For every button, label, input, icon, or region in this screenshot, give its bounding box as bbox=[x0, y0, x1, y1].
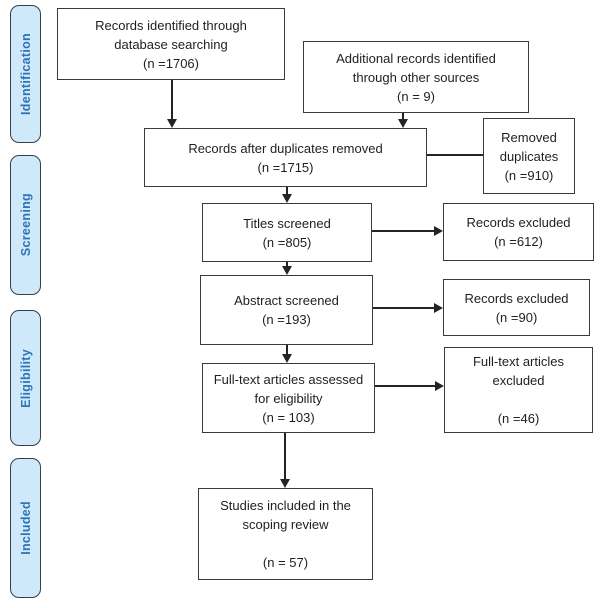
box-text-line: (n = 103) bbox=[262, 409, 315, 425]
arrow-db-to-dedup-line bbox=[171, 80, 173, 119]
arrow-fulltext-to-included-head bbox=[280, 479, 290, 488]
box-text-line: Records excluded bbox=[464, 290, 569, 306]
box-text-line: database searching bbox=[114, 36, 228, 52]
box-text-line: duplicates bbox=[499, 148, 559, 164]
box-text-line bbox=[199, 534, 372, 553]
box-text-line: (n = 57) bbox=[262, 555, 309, 570]
arrow-titles-to-excluded-line bbox=[372, 230, 434, 232]
box-titles-screened: Titles screened (n =805) bbox=[202, 203, 372, 262]
box-text-line: Records excluded bbox=[466, 215, 571, 230]
box-text-line: (n =805) bbox=[262, 234, 312, 250]
arrow-abstract-to-excluded-head bbox=[434, 303, 443, 313]
box-text-line: (n =910) bbox=[504, 167, 554, 183]
box-fulltext-assessed: Full-text articles assessed for eligibili… bbox=[202, 363, 375, 433]
box-additional-records: Additional records identified through oth… bbox=[303, 41, 529, 113]
arrow-abstract-to-excluded-line bbox=[373, 307, 434, 309]
connector-dedup-to-removed bbox=[427, 154, 483, 156]
box-text-line: Removed bbox=[501, 129, 557, 145]
arrow-titles-to-abstract-line bbox=[286, 262, 288, 266]
stage-screening-label: Screening bbox=[18, 193, 33, 257]
box-removed-duplicates: Removed duplicates (n =910) bbox=[483, 118, 575, 194]
box-text-line: through other sources bbox=[352, 69, 480, 85]
stage-eligibility: Eligibility bbox=[10, 310, 41, 446]
stage-identification: Identification bbox=[10, 5, 41, 143]
arrow-fulltext-to-included-line bbox=[284, 433, 286, 479]
box-records-excluded-titles: Records excluded (n =612) bbox=[443, 203, 594, 261]
box-text-line: for eligibility bbox=[254, 390, 323, 406]
box-text-line: (n =90) bbox=[495, 309, 538, 325]
stage-identification-label: Identification bbox=[18, 33, 33, 115]
box-text-line: Records after duplicates removed bbox=[188, 140, 383, 156]
stage-included-label: Included bbox=[18, 501, 33, 555]
box-fulltext-excluded: Full-text articles excluded (n =46) bbox=[444, 347, 593, 433]
arrow-fulltext-to-excluded-head bbox=[435, 381, 444, 391]
box-text-line: (n =612) bbox=[494, 234, 543, 249]
arrow-abstract-to-fulltext-head bbox=[282, 354, 292, 363]
box-text-line: (n =46) bbox=[497, 411, 540, 426]
arrow-other-to-dedup-line bbox=[402, 113, 404, 119]
box-text-line: Additional records identified bbox=[336, 50, 496, 66]
arrow-titles-to-excluded-head bbox=[434, 226, 443, 236]
box-text-line: Full-text articles assessed bbox=[213, 371, 364, 387]
box-text-line: excluded bbox=[492, 373, 545, 388]
box-records-identified: Records identified through database searc… bbox=[57, 8, 285, 80]
box-records-excluded-abstract: Records excluded (n =90) bbox=[443, 279, 590, 336]
box-studies-included: Studies included in the scoping review (n … bbox=[198, 488, 373, 580]
arrow-dedup-to-titles-head bbox=[282, 194, 292, 203]
arrow-titles-to-abstract-head bbox=[282, 266, 292, 275]
stage-screening: Screening bbox=[10, 155, 41, 295]
arrow-abstract-to-fulltext-line bbox=[286, 345, 288, 354]
box-text-line bbox=[445, 390, 592, 409]
box-text-line: Abstract screened bbox=[234, 293, 339, 308]
arrow-dedup-to-titles-line bbox=[286, 187, 288, 194]
box-text-line: (n =1706) bbox=[142, 55, 199, 71]
box-abstract-screened: Abstract screened (n =193) bbox=[200, 275, 373, 345]
box-text-line: (n = 9) bbox=[397, 88, 435, 104]
box-text-line: Full-text articles bbox=[472, 354, 565, 369]
box-text-line: (n =1715) bbox=[257, 159, 314, 175]
box-text-line: Studies included in the bbox=[220, 498, 351, 513]
box-records-after-duplicates: Records after duplicates removed (n =1715… bbox=[144, 128, 427, 187]
stage-included: Included bbox=[10, 458, 41, 598]
box-text-line: scoping review bbox=[242, 517, 329, 532]
box-text-line: Titles screened bbox=[243, 215, 331, 231]
box-text-line: Records identified through bbox=[95, 17, 247, 33]
arrow-fulltext-to-excluded-line bbox=[375, 385, 435, 387]
stage-eligibility-label: Eligibility bbox=[18, 348, 33, 408]
arrow-other-to-dedup-head bbox=[398, 119, 408, 128]
box-text-line: (n =193) bbox=[262, 312, 311, 327]
arrow-db-to-dedup-head bbox=[167, 119, 177, 128]
